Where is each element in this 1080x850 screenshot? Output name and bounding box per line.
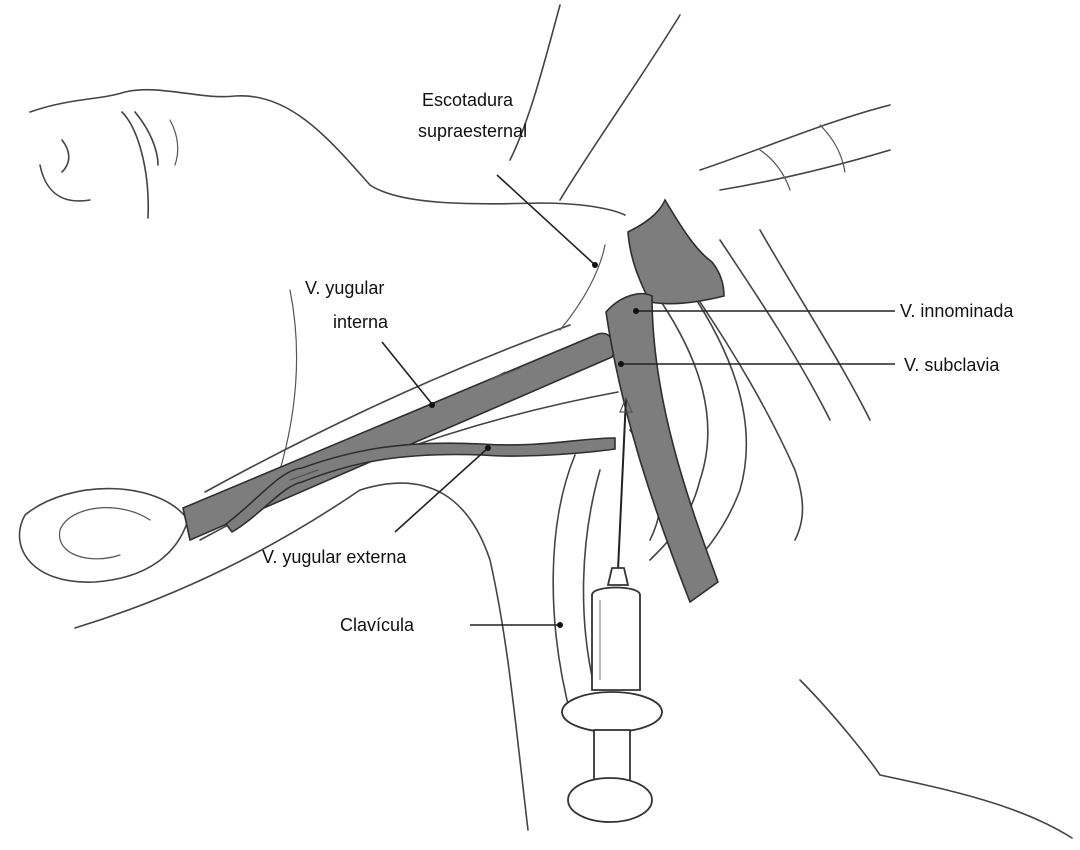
innominate-vein [628,200,724,304]
label-supraesternal: supraesternal [418,121,527,141]
label-yugular-interna-line2: interna [333,312,389,332]
label-yugular-interna-line1: V. yugular [305,278,384,298]
label-clavicula: Clavícula [340,615,415,635]
ear-outline [19,489,188,583]
veins [183,200,724,602]
label-innominada: V. innominada [900,301,1014,321]
ribs-outline [630,105,1072,838]
head-outline [30,90,625,218]
label-escotadura: Escotadura [422,90,514,110]
label-subclavia: V. subclavia [904,355,1000,375]
label-yugular-externa: V. yugular externa [262,547,407,567]
